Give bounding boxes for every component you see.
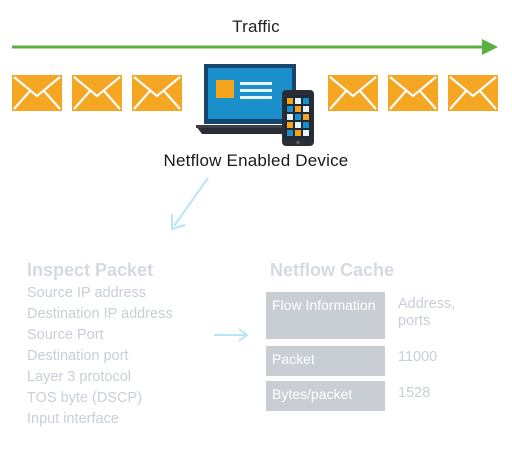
flow-arrow-down: [171, 177, 209, 231]
envelope-icon: [12, 75, 62, 111]
inspect-field: TOS byte (DSCP): [27, 390, 142, 406]
traffic-arrow: [12, 39, 498, 55]
cache-row-label: Bytes/packet: [266, 381, 385, 411]
netflow-cache-title: Netflow Cache: [270, 260, 395, 280]
flow-arrow-right: [214, 328, 249, 342]
inspect-field: Layer 3 protocol: [27, 369, 131, 385]
cache-row-label: Packet: [266, 346, 385, 376]
inspect-field: Input interface: [27, 411, 119, 427]
netflow-device-icon: [196, 64, 314, 146]
cache-row-value: 1528: [398, 385, 431, 401]
inspect-field: Source Port: [27, 327, 104, 343]
inspect-field: Source IP address: [27, 285, 147, 301]
inspect-packet-title: Inspect Packet: [27, 260, 154, 280]
envelope-icon: [72, 75, 122, 111]
traffic-label: Traffic: [232, 17, 280, 36]
envelope-icon: [132, 75, 182, 111]
device-caption: Netflow Enabled Device: [163, 151, 349, 170]
envelope-icon: [388, 75, 438, 111]
inspect-field: Destination port: [27, 348, 129, 364]
cache-row-label: Flow Information: [266, 292, 385, 339]
cache-row-value: 11000: [398, 349, 438, 365]
cache-row-value: Address, ports: [398, 296, 456, 329]
envelope-icon: [448, 75, 498, 111]
envelope-icon: [328, 75, 378, 111]
inspect-field: Destination IP address: [27, 306, 173, 322]
